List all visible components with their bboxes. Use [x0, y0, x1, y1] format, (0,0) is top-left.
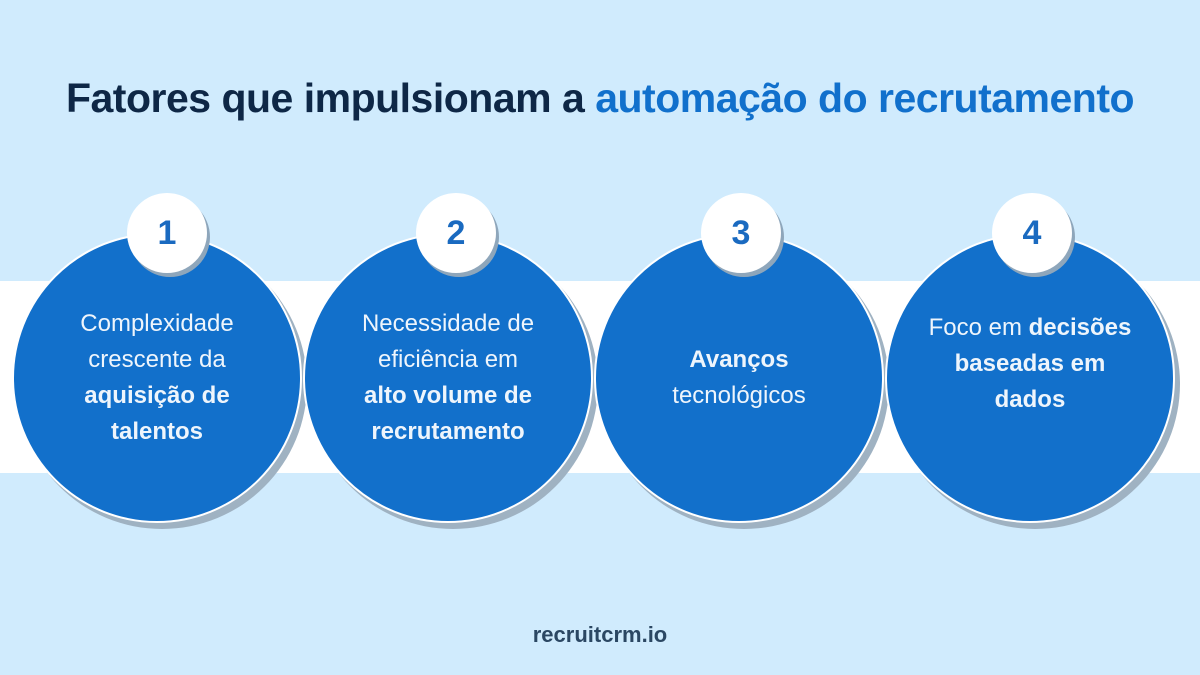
step-text-line: Necessidade de	[361, 310, 535, 337]
brand-footer: recruitcrm.io	[532, 622, 668, 647]
step-text-line: Complexidade	[80, 310, 234, 337]
step-text-line: recrutamento	[371, 418, 525, 445]
title-prefix: Fatores que impulsionam a	[65, 75, 596, 121]
step-text-line: Foco em decisões	[928, 314, 1132, 341]
step-2: Necessidade de eficiência em alto volume…	[303, 193, 593, 523]
step-text-line: dados	[994, 386, 1066, 413]
title-highlight: automação do recrutamento	[595, 75, 1135, 121]
step-circle	[885, 233, 1175, 523]
step-circle	[12, 233, 302, 523]
step-text-line: aquisição de	[84, 382, 230, 409]
step-number-badge: 3	[701, 193, 781, 273]
step-3-text: Avanços tecnológicos	[634, 233, 844, 523]
step-text-line: alto volume de	[363, 382, 533, 409]
step-text-line: talentos	[110, 418, 203, 445]
step-4-text: Foco em decisões baseadas em dados	[925, 205, 1135, 523]
step-2-text: Necessidade de eficiência em alto volume…	[343, 233, 553, 523]
step-text-line: eficiência em	[377, 346, 519, 373]
step-number-badge: 4	[992, 193, 1072, 273]
step-text-line: baseadas em	[954, 350, 1106, 377]
step-text-line: Avanços	[689, 346, 789, 373]
step-circle	[594, 233, 884, 523]
step-number-badge: 2	[416, 193, 496, 273]
step-text-line: crescente da	[88, 346, 226, 373]
step-1: Complexidade crescente da aquisição de t…	[12, 193, 302, 523]
step-4: Foco em decisões baseadas em dados 4	[885, 193, 1175, 523]
page-title: Fatores que impulsionam a automação do r…	[0, 75, 1200, 122]
step-1-text: Complexidade crescente da aquisição de t…	[52, 233, 262, 523]
step-circle	[303, 233, 593, 523]
step-3: Avanços tecnológicos 3	[594, 193, 884, 523]
step-number-badge: 1	[127, 193, 207, 273]
step-text-line: tecnológicos	[672, 382, 806, 409]
